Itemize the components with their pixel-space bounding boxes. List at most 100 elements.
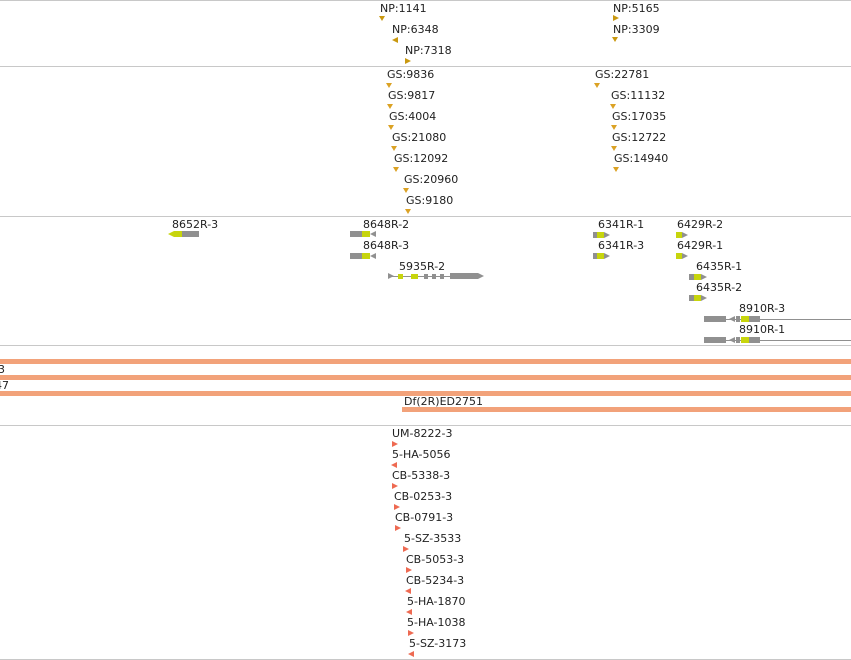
down-triangle-icon[interactable] [613,167,619,172]
feature-label[interactable]: GS:17035 [612,110,667,123]
left-triangle-icon[interactable] [391,462,397,468]
exon [350,231,362,237]
right-triangle-icon[interactable] [613,15,619,21]
exon [593,253,597,259]
feature-label[interactable]: GS:12092 [394,152,449,165]
left-triangle-icon[interactable] [406,609,412,615]
right-triangle-icon[interactable] [392,441,398,447]
reagent-label[interactable]: 5-SZ-3173 [409,637,467,650]
strand-arrow-icon [604,232,610,238]
deficiency-bar[interactable] [0,359,851,364]
feature-label[interactable]: NP:3309 [613,23,660,36]
right-triangle-icon[interactable] [405,58,411,64]
strand-arrow-icon [370,253,376,259]
down-triangle-icon[interactable] [379,16,385,21]
feature-label[interactable]: NP:5165 [613,2,660,15]
feature-label[interactable]: GS:9180 [406,194,454,207]
feature-label[interactable]: NP:1141 [380,2,427,15]
intron-line [704,340,851,341]
exon [432,274,436,279]
reagent-label[interactable]: CB-5234-3 [406,574,465,587]
down-triangle-icon[interactable] [594,83,600,88]
down-triangle-icon[interactable] [387,104,393,109]
down-triangle-icon[interactable] [403,188,409,193]
down-triangle-icon[interactable] [393,167,399,172]
track-separator [0,216,851,217]
feature-label[interactable]: GS:11132 [611,89,666,102]
transcript-label[interactable]: 6435R-2 [696,281,743,294]
transcript-label[interactable]: 6429R-1 [677,239,724,252]
deficiency-label[interactable]: Df(2R)ED2751 [404,395,483,408]
feature-label[interactable]: GS:21080 [392,131,447,144]
reagent-label[interactable]: CB-5338-3 [392,469,451,482]
feature-label[interactable]: GS:22781 [595,68,650,81]
down-triangle-icon[interactable] [611,125,617,130]
feature-label[interactable]: NP:6348 [392,23,439,36]
reagent-label[interactable]: CB-0791-3 [395,511,454,524]
right-triangle-icon[interactable] [392,483,398,489]
strand-arrow-icon [168,231,174,237]
down-triangle-icon[interactable] [610,104,616,109]
transcript-label[interactable]: 8910R-3 [739,302,786,315]
transcript-label[interactable]: 6435R-1 [696,260,743,273]
left-triangle-icon[interactable] [408,651,414,657]
down-triangle-icon[interactable] [391,146,397,151]
transcript-label[interactable]: 6429R-2 [677,218,724,231]
exon [411,274,418,279]
reagent-label[interactable]: 5-HA-1038 [407,616,466,629]
exon [694,274,701,280]
right-triangle-icon[interactable] [403,546,409,552]
strand-arrow-icon [478,273,484,279]
reagent-label[interactable]: 5-HA-5056 [392,448,451,461]
feature-label[interactable]: GS:9817 [388,89,436,102]
right-triangle-icon[interactable] [406,567,412,573]
exon [704,316,726,322]
feature-label[interactable]: NP:7318 [405,44,452,57]
deficiency-bar[interactable] [402,407,851,412]
strand-arrow-icon [388,273,394,279]
left-triangle-icon[interactable] [392,37,398,43]
intron-line [704,319,851,320]
exon [736,316,740,322]
exon [182,231,199,237]
down-triangle-icon[interactable] [612,37,618,42]
exon [362,231,370,237]
deficiency-label[interactable]: 47 [0,379,9,392]
transcript-label[interactable]: 5935R-2 [399,260,446,273]
feature-label[interactable]: GS:20960 [404,173,459,186]
transcript-label[interactable]: 8652R-3 [172,218,219,231]
left-triangle-icon[interactable] [405,588,411,594]
strand-arrow-icon [682,253,688,259]
down-triangle-icon[interactable] [611,146,617,151]
deficiency-label[interactable]: 3 [0,363,5,376]
transcript-label[interactable]: 6341R-3 [598,239,645,252]
feature-label[interactable]: GS:12722 [612,131,667,144]
strand-arrow-icon [729,337,735,343]
down-triangle-icon[interactable] [386,83,392,88]
transcript-label[interactable]: 6341R-1 [598,218,645,231]
deficiency-bar[interactable] [0,391,851,396]
deficiency-bar[interactable] [0,375,851,380]
exon [741,337,749,343]
reagent-label[interactable]: UM-8222-3 [392,427,453,440]
feature-label[interactable]: GS:4004 [389,110,437,123]
transcript-label[interactable]: 8648R-2 [363,218,410,231]
transcript-label[interactable]: 8648R-3 [363,239,410,252]
track-separator [0,66,851,67]
transcript-label[interactable]: 8910R-1 [739,323,786,336]
feature-label[interactable]: GS:14940 [614,152,669,165]
reagent-label[interactable]: CB-5053-3 [406,553,465,566]
down-triangle-icon[interactable] [388,125,394,130]
right-triangle-icon[interactable] [394,504,400,510]
right-triangle-icon[interactable] [395,525,401,531]
exon [450,273,478,279]
exon [676,253,682,259]
reagent-label[interactable]: 5-SZ-3533 [404,532,462,545]
reagent-label[interactable]: CB-0253-3 [394,490,453,503]
exon [350,253,362,259]
feature-label[interactable]: GS:9836 [387,68,435,81]
reagent-label[interactable]: 5-HA-1870 [407,595,466,608]
right-triangle-icon[interactable] [408,630,414,636]
exon [694,295,701,301]
down-triangle-icon[interactable] [405,209,411,214]
